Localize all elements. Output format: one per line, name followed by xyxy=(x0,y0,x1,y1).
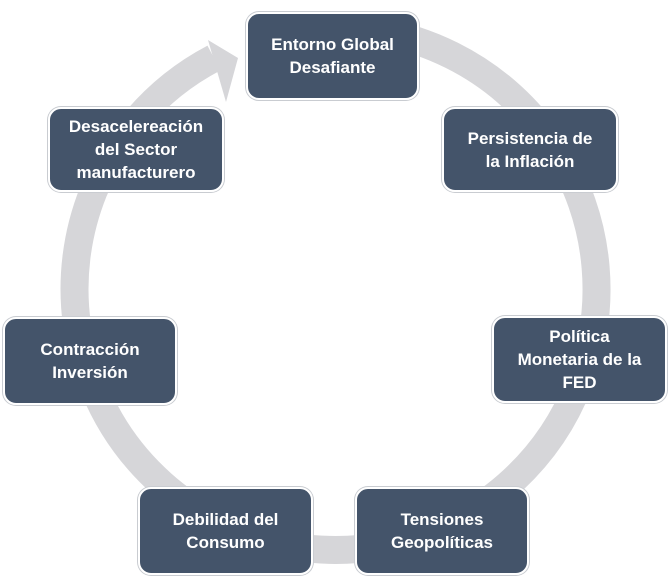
node-debilidad-consumo: Debilidad del Consumo xyxy=(138,487,313,575)
node-persistencia-inflacion: Persistencia de la Inflación xyxy=(442,107,618,192)
cycle-arrowhead-icon xyxy=(208,40,238,102)
node-desaceleracion-sector-manufacturero: Desacelereación del Sector manufacturero xyxy=(48,107,224,192)
node-entorno-global-desafiante: Entorno Global Desafiante xyxy=(246,12,419,100)
node-tensiones-geopoliticas: Tensiones Geopolíticas xyxy=(355,487,529,575)
node-politica-monetaria-fed: Política Monetaria de la FED xyxy=(492,316,667,403)
node-contraccion-inversion: Contracción Inversión xyxy=(3,317,177,405)
